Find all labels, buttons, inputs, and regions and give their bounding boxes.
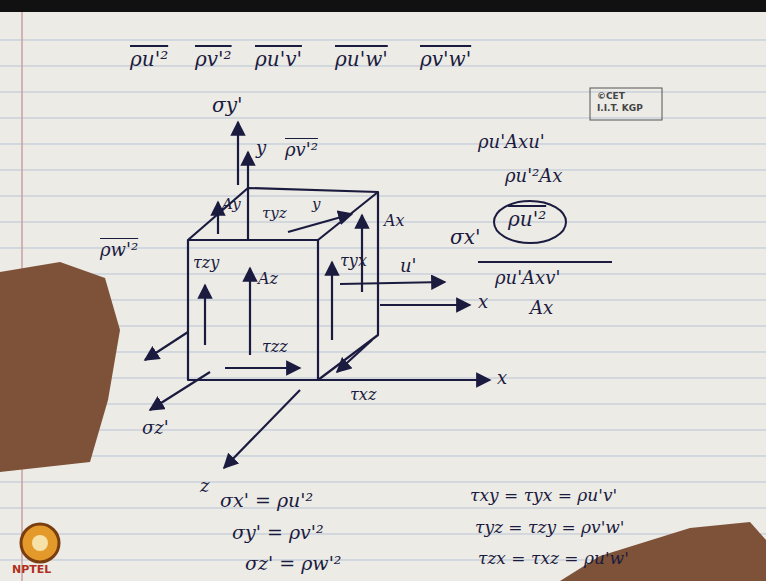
stress-arrows <box>145 122 490 468</box>
stress-label: σz' <box>142 418 169 438</box>
stress-label: σy' <box>212 94 242 116</box>
reynolds-term: ρv'w' <box>420 48 471 70</box>
reynolds-term: ρu'v' <box>255 48 302 70</box>
nptel-logo <box>21 524 59 562</box>
area-label: Ay <box>222 196 241 213</box>
reynolds-term: ρw'² <box>100 240 138 260</box>
reynolds-term: ρu'w' <box>335 48 388 70</box>
momentum-term: ρu'²Ax <box>505 166 563 186</box>
stress-equation: σy' = ρv'² <box>232 522 324 543</box>
watermark: ©CET <box>597 92 625 102</box>
axis-label: x <box>497 368 507 388</box>
momentum-term: ρu'Axu' <box>478 132 545 152</box>
logo-text: NPTEL <box>12 564 51 576</box>
hands <box>0 262 766 581</box>
stress-label: σx' <box>450 226 480 248</box>
area-label: Az <box>258 270 278 288</box>
axis-label: x <box>478 292 488 312</box>
stress-label: τyx <box>340 252 367 270</box>
momentum-term: ρu'Axv' <box>495 268 560 288</box>
area-label: Ax <box>530 298 553 318</box>
stress-equation: σx' = ρu'² <box>220 490 313 511</box>
reynolds-term: ρu'² <box>130 48 168 70</box>
stress-label: τzy <box>193 254 219 272</box>
velocity-label: u' <box>400 256 417 276</box>
stress-label: τxz <box>350 386 376 404</box>
stress-equation: τyz = τzy = ρv'w' <box>475 518 625 537</box>
watermark: I.I.T. KGP <box>597 104 643 114</box>
working-marks <box>478 201 612 262</box>
axis-label: z <box>200 476 209 496</box>
stress-label: τyz <box>262 205 287 222</box>
axis-label: y <box>256 138 266 158</box>
reynolds-term: ρv'² <box>195 48 232 70</box>
area-label: Ax <box>384 212 405 230</box>
stress-equation: τzx = τxz = ρu'w' <box>478 549 629 568</box>
reynolds-term: ρu'² <box>508 208 546 230</box>
axis-label: y <box>312 196 320 213</box>
stress-equation: σz' = ρw'² <box>245 553 341 574</box>
stress-label: τzz <box>262 338 288 356</box>
stress-equation: τxy = τyx = ρu'v' <box>470 486 617 505</box>
reynolds-term: ρv'² <box>285 140 318 160</box>
